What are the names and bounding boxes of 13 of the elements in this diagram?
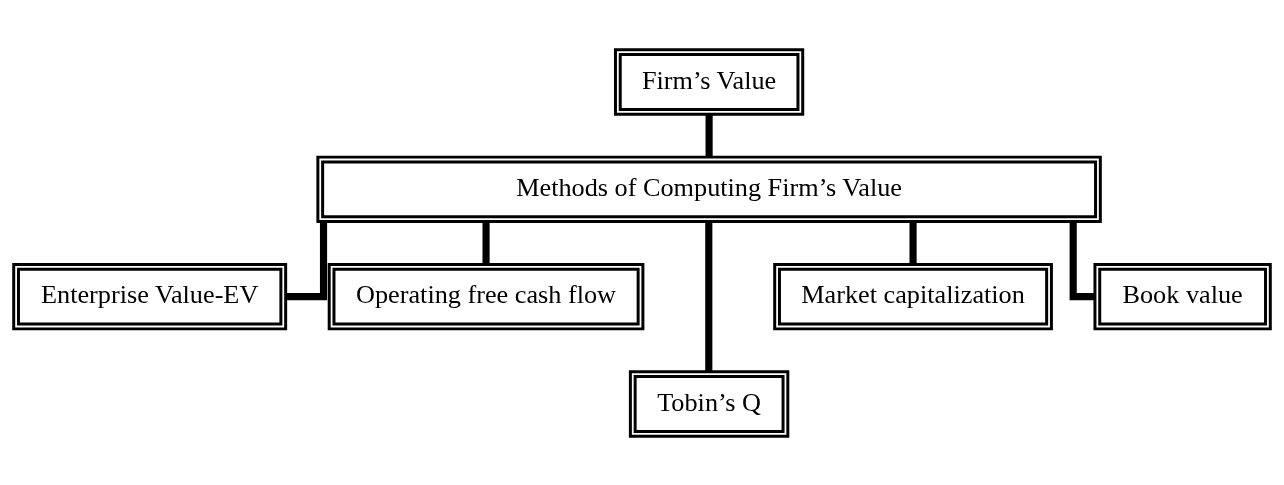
connector xyxy=(1069,221,1095,300)
node-box: Market capitalization xyxy=(773,262,1053,330)
node-box: Book value xyxy=(1093,262,1272,330)
node-box: Methods of Computing Firm’s Value xyxy=(316,155,1102,223)
node-box: Tobin’s Q xyxy=(628,369,790,438)
node-box: Firm’s Value xyxy=(613,47,805,116)
connector xyxy=(909,221,917,264)
connector xyxy=(705,113,713,157)
connector xyxy=(482,221,490,264)
node-box: Enterprise Value-EV xyxy=(12,262,288,330)
connector xyxy=(285,221,328,300)
node-box: Operating free cash flow xyxy=(327,262,645,330)
connector xyxy=(705,221,713,372)
